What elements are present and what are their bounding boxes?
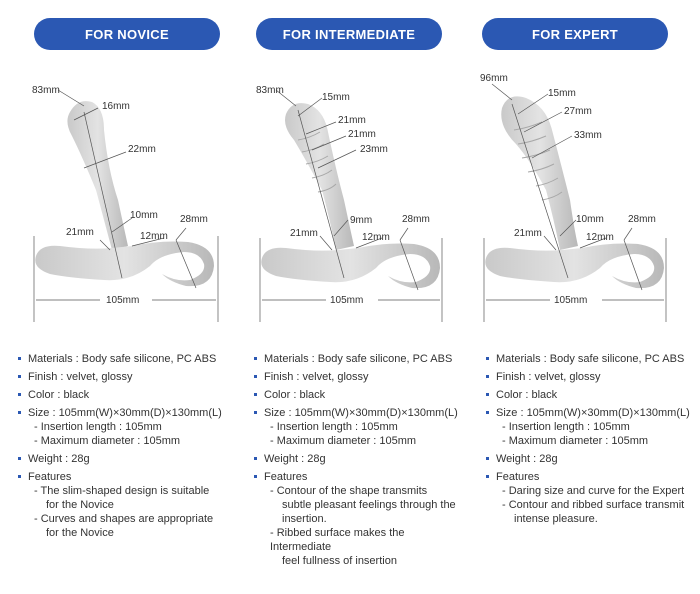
spec-features-label: Features xyxy=(28,471,72,483)
feature-line: - Daring size and curve for the Expert xyxy=(502,485,685,497)
spec-materials: Materials : Body safe silicone, PC ABS xyxy=(28,353,217,365)
intermediate-dim-neck: 9mm xyxy=(350,215,372,226)
spec-color: Color : black xyxy=(28,389,90,401)
spec-finish: Finish : velvet, glossy xyxy=(264,371,369,383)
novice-specs: Materials : Body safe silicone, PC ABS F… xyxy=(18,352,228,544)
feature-line: for the Novice xyxy=(46,527,114,539)
expert-dim-width: 105mm xyxy=(554,295,587,306)
spec-color: Color : black xyxy=(496,389,558,401)
expert-dim-base-mid: 12mm xyxy=(586,232,614,243)
feature-line: - Contour and ribbed surface transmit xyxy=(502,499,685,511)
spec-insertion: - Insertion length : 105mm xyxy=(502,421,630,433)
spec-finish: Finish : velvet, glossy xyxy=(496,371,601,383)
intermediate-dim-w3: 21mm xyxy=(348,129,376,140)
novice-header: FOR NOVICE xyxy=(34,18,220,50)
intermediate-dim-width: 105mm xyxy=(330,295,363,306)
novice-dim-tip: 83mm xyxy=(32,85,60,96)
spec-size: Size : 105mm(W)×30mm(D)×130mm(L) xyxy=(264,407,458,419)
novice-base-shape xyxy=(35,241,214,287)
spec-finish: Finish : velvet, glossy xyxy=(28,371,133,383)
expert-product-diagram: 96mm 15mm 27mm 33mm 10mm 21mm 12mm 28mm … xyxy=(480,73,667,322)
spec-materials: Materials : Body safe silicone, PC ABS xyxy=(496,353,685,365)
intermediate-dim-w2: 21mm xyxy=(338,115,366,126)
intermediate-dim-w4: 23mm xyxy=(360,144,388,155)
feature-line: - The slim-shaped design is suitable xyxy=(34,485,210,497)
expert-dim-base-left: 21mm xyxy=(514,228,542,239)
expert-dim-w3: 33mm xyxy=(574,130,602,141)
expert-dim-tip: 96mm xyxy=(480,73,508,84)
intermediate-specs: Materials : Body safe silicone, PC ABS F… xyxy=(254,352,464,572)
novice-dim-mid: 22mm xyxy=(128,144,156,155)
expert-dim-neck: 10mm xyxy=(576,214,604,225)
spec-insertion: - Insertion length : 105mm xyxy=(270,421,398,433)
spec-color: Color : black xyxy=(264,389,326,401)
spec-weight: Weight : 28g xyxy=(264,453,326,465)
spec-features-label: Features xyxy=(496,471,540,483)
spec-size: Size : 105mm(W)×30mm(D)×130mm(L) xyxy=(496,407,690,419)
spec-max-diameter: - Maximum diameter : 105mm xyxy=(34,435,181,447)
expert-dim-top: 15mm xyxy=(548,88,576,99)
column-expert: FOR EXPERT 96mm xyxy=(466,0,700,594)
expert-base-shape xyxy=(485,243,664,289)
spec-size: Size : 105mm(W)×30mm(D)×130mm(L) xyxy=(28,407,222,419)
spec-insertion: - Insertion length : 105mm xyxy=(34,421,162,433)
intermediate-product-diagram: 83mm 15mm 21mm 21mm 23mm 9mm 21mm 12mm 2… xyxy=(256,85,443,322)
intermediate-header: FOR INTERMEDIATE xyxy=(256,18,442,50)
feature-line: - Ribbed surface makes the Intermediate xyxy=(270,527,405,553)
column-novice: FOR NOVICE 83mm 16mm 22mm xyxy=(0,0,232,594)
intermediate-dim-base-mid: 12mm xyxy=(362,232,390,243)
feature-line: intense pleasure. xyxy=(514,513,598,525)
spec-weight: Weight : 28g xyxy=(496,453,558,465)
spec-max-diameter: - Maximum diameter : 105mm xyxy=(502,435,649,447)
intermediate-dim-base-left: 21mm xyxy=(290,228,318,239)
feature-line: feel fullness of insertion xyxy=(282,555,397,567)
spec-features-label: Features xyxy=(264,471,308,483)
novice-dim-top: 16mm xyxy=(102,101,130,112)
novice-dim-loop: 28mm xyxy=(180,214,208,225)
expert-header: FOR EXPERT xyxy=(482,18,668,50)
expert-dim-loop: 28mm xyxy=(628,214,656,225)
spec-max-diameter: - Maximum diameter : 105mm xyxy=(270,435,417,447)
feature-line: for the Novice xyxy=(46,499,114,511)
novice-dim-neck: 10mm xyxy=(130,210,158,221)
column-intermediate: FOR INTERMEDIATE xyxy=(232,0,466,594)
feature-line: subtle pleasant feelings through the xyxy=(282,499,456,511)
novice-dim-base-left: 21mm xyxy=(66,227,94,238)
expert-dim-w2: 27mm xyxy=(564,106,592,117)
novice-dim-width: 105mm xyxy=(106,295,139,306)
expert-specs: Materials : Body safe silicone, PC ABS F… xyxy=(486,352,698,530)
feature-line: - Curves and shapes are appropriate xyxy=(34,513,214,525)
intermediate-dim-top: 15mm xyxy=(322,92,350,103)
expert-body-shape xyxy=(501,96,578,250)
intermediate-base-shape xyxy=(261,243,440,289)
feature-line: insertion. xyxy=(282,513,327,525)
feature-line: - Contour of the shape transmits xyxy=(270,485,428,497)
novice-dim-base-mid: 12mm xyxy=(140,231,168,242)
spec-materials: Materials : Body safe silicone, PC ABS xyxy=(264,353,453,365)
spec-weight: Weight : 28g xyxy=(28,453,90,465)
novice-product-diagram: 83mm 16mm 22mm 10mm 21mm 12mm 28mm 105mm xyxy=(32,85,219,322)
intermediate-dim-loop: 28mm xyxy=(402,214,430,225)
intermediate-dim-tip: 83mm xyxy=(256,85,284,96)
novice-body-shape xyxy=(67,101,128,250)
